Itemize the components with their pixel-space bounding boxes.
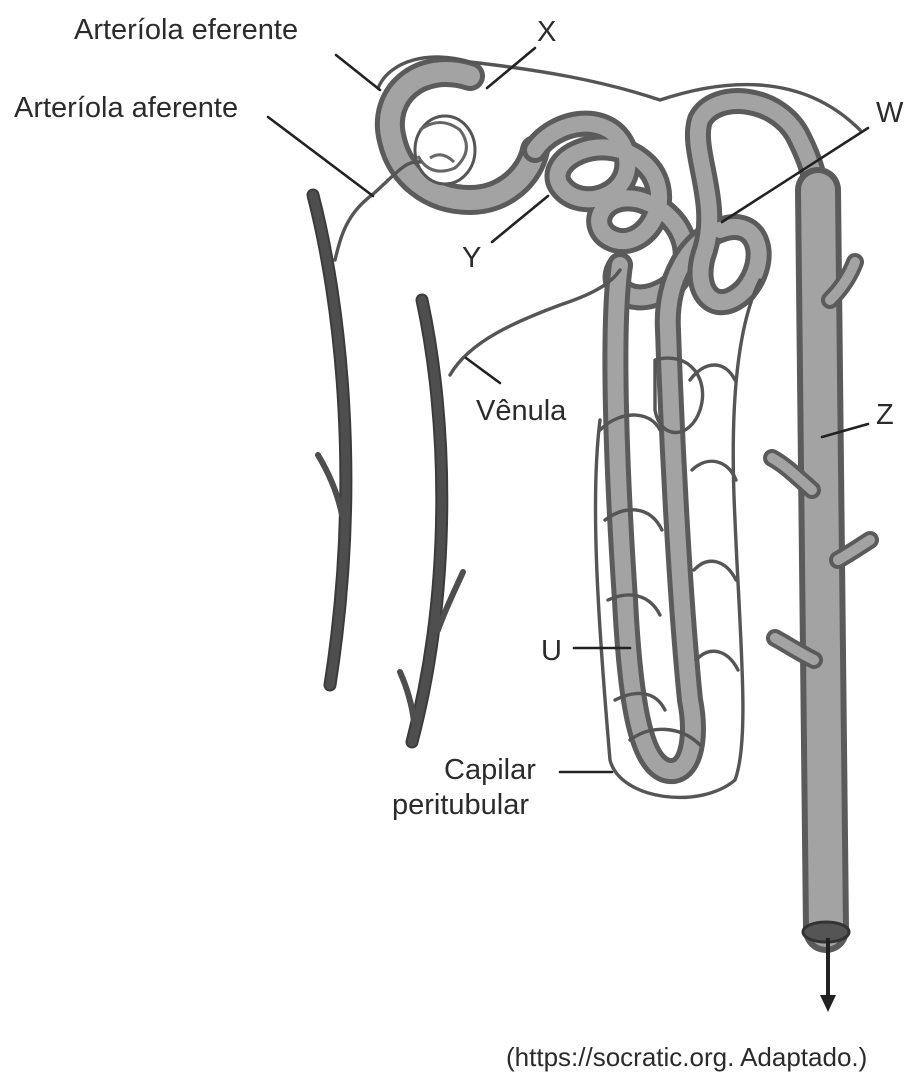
- source-caption: (https://socratic.org. Adaptado.): [506, 1042, 867, 1072]
- label-x: X: [537, 16, 556, 48]
- label-arteriola-aferente: Arteríola aferente: [14, 92, 238, 124]
- label-venula: Vênula: [476, 395, 567, 427]
- label-y: Y: [462, 242, 481, 274]
- label-z: Z: [876, 399, 894, 431]
- collecting-duct: [763, 167, 879, 1012]
- loop-of-henle: [602, 217, 733, 784]
- label-u: U: [541, 635, 562, 667]
- label-peritubular: peritubular: [392, 789, 529, 821]
- peritubular-capillaries: [448, 268, 762, 800]
- label-w: W: [876, 97, 904, 129]
- label-arteriola-eferente: Arteríola eferente: [74, 14, 298, 46]
- leader-lines: [266, 46, 870, 774]
- distal-tubule: [684, 88, 831, 316]
- left-vessels: [306, 188, 466, 749]
- label-capilar: Capilar: [444, 754, 536, 786]
- bowman-capsule: [375, 57, 550, 215]
- arterioles: [333, 55, 862, 262]
